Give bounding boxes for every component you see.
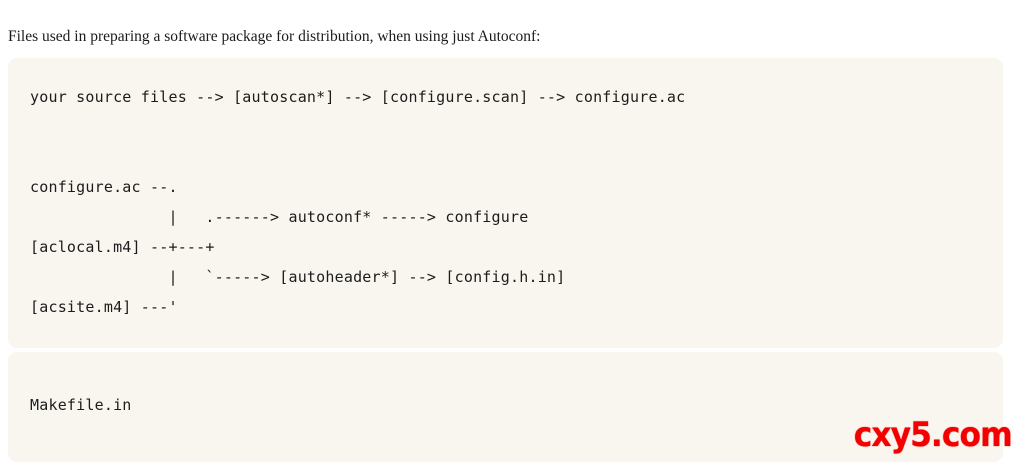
code-block-autoconf-flow: your source files --> [autoscan*] --> [c… [8, 58, 1003, 348]
code-text-autoconf-flow: your source files --> [autoscan*] --> [c… [30, 88, 686, 316]
site-watermark: cxy5.com [853, 415, 1013, 455]
code-block-makefile: Makefile.in [8, 352, 1003, 462]
intro-paragraph: Files used in preparing a software packa… [8, 27, 541, 45]
code-text-makefile: Makefile.in [30, 396, 132, 414]
